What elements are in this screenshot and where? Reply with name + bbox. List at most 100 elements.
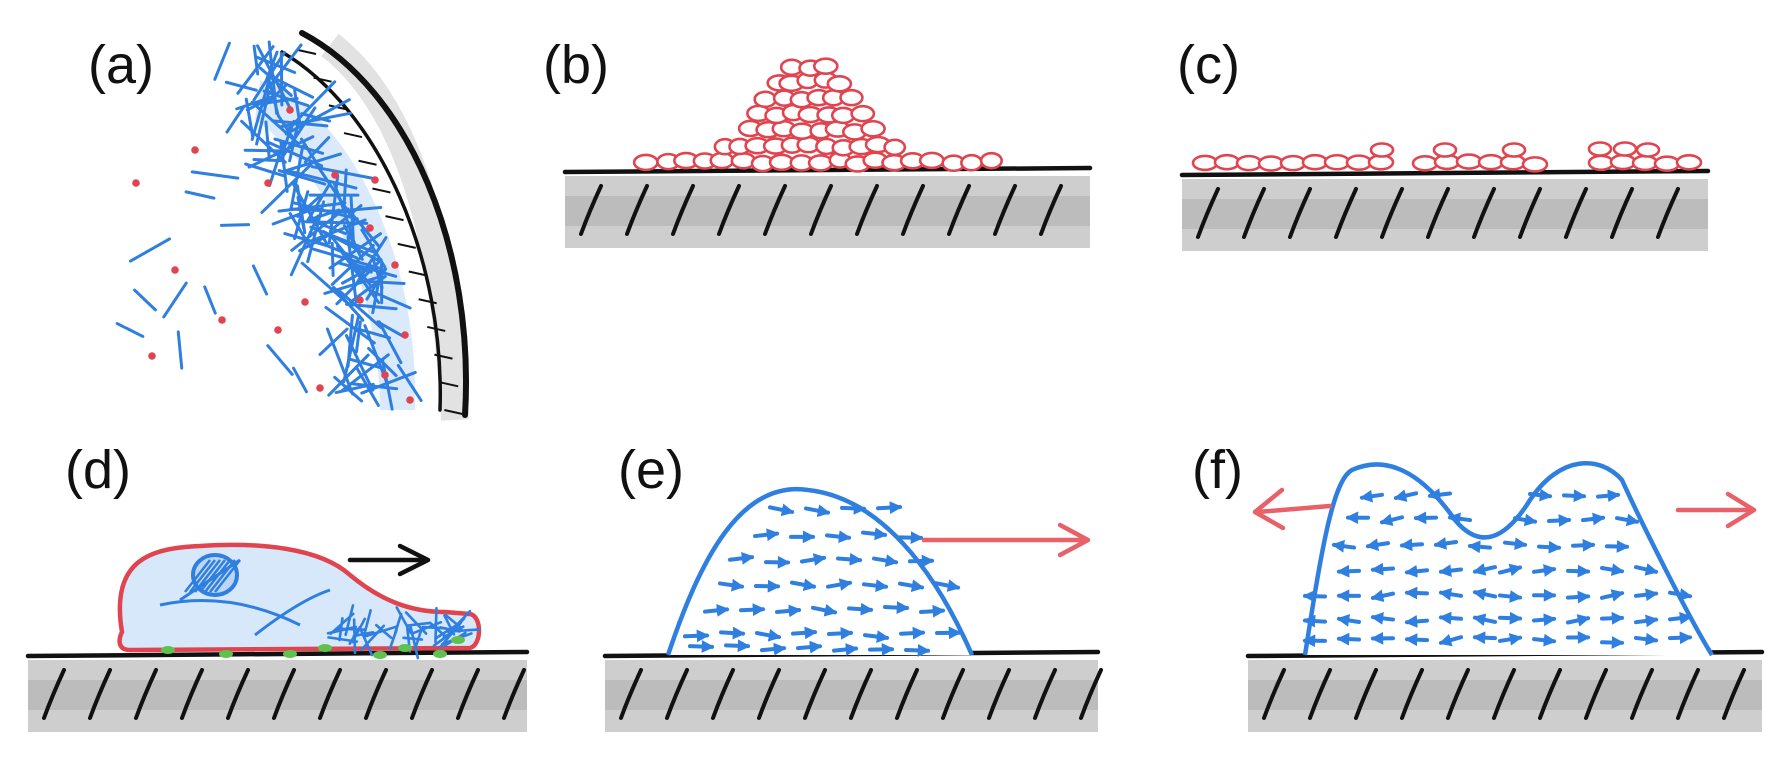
flow-arrow <box>1498 611 1523 625</box>
tick <box>434 353 453 360</box>
flow-arrow <box>775 604 802 618</box>
cell <box>839 88 864 107</box>
hatch-stroke <box>1656 187 1680 239</box>
flow-arrow <box>1513 513 1538 527</box>
flow-arrow <box>1615 513 1640 527</box>
actin-filament <box>264 50 279 83</box>
flow-arrow <box>897 531 924 545</box>
hatch-stroke <box>410 668 434 720</box>
actin-fragment <box>225 106 245 134</box>
hatch-stroke <box>1676 668 1700 720</box>
actin-filament <box>245 95 275 112</box>
flow-arrow <box>1634 588 1659 602</box>
actin-fragment <box>133 288 157 312</box>
flow-arrow <box>898 579 925 593</box>
flow-arrow <box>1472 588 1497 601</box>
red-dot <box>391 261 399 269</box>
flow-arrow <box>1668 611 1693 625</box>
flow-arrow <box>827 627 854 640</box>
hatch-stroke <box>711 668 735 720</box>
cell-aggregate <box>632 57 1003 173</box>
red-dot <box>132 179 140 187</box>
flow-arrow <box>908 554 935 568</box>
flow-arrow <box>1566 564 1591 578</box>
actin-filament <box>329 204 363 233</box>
actin-filament <box>330 241 335 277</box>
hatch-stroke <box>717 184 741 236</box>
flow-arrow <box>791 626 818 640</box>
tick <box>418 298 437 305</box>
cell <box>1191 154 1219 172</box>
cell <box>1587 141 1613 157</box>
actin-filament <box>280 119 296 155</box>
tick <box>343 132 363 139</box>
cell <box>753 90 778 109</box>
substrate-b <box>562 165 1093 248</box>
flow-arrow <box>1370 562 1395 576</box>
hatch-stroke <box>134 668 158 720</box>
flow-arrow <box>1503 537 1528 551</box>
actin-filament <box>290 206 347 252</box>
red-dot <box>356 296 364 304</box>
actin-filament <box>309 225 376 254</box>
flow-arrow <box>1498 633 1523 646</box>
hatch-stroke <box>809 184 833 236</box>
flow-arrow <box>1393 489 1418 502</box>
mesh-filament <box>402 636 424 641</box>
hatch-stroke <box>1492 668 1516 720</box>
flow-arrow <box>899 626 926 640</box>
cell <box>1323 153 1351 171</box>
red-dot <box>264 179 272 187</box>
adhesion <box>318 644 332 652</box>
flow-arrow <box>1600 563 1625 576</box>
actin-filament <box>262 82 289 108</box>
actin-filament <box>354 320 362 354</box>
cell <box>1345 154 1373 171</box>
actin-fragment <box>251 264 269 296</box>
flow-arrow <box>1438 587 1463 601</box>
label-e: (e) <box>618 440 684 500</box>
flow-arrow <box>1302 589 1327 603</box>
actin-fragment <box>184 190 216 200</box>
cell <box>1612 141 1638 157</box>
hatch-stroke <box>88 668 112 720</box>
fiber <box>179 558 241 602</box>
flow-arrow <box>1668 588 1693 601</box>
actin-filament <box>283 152 342 173</box>
flow-arrow <box>1447 512 1472 526</box>
mesh-filament <box>448 609 472 635</box>
actin-filament <box>328 232 382 270</box>
hatch-stroke <box>1446 668 1470 720</box>
cell <box>1609 153 1637 171</box>
hatch-stroke <box>42 668 66 720</box>
actin-filament <box>349 274 387 304</box>
migration-arrow <box>347 543 431 577</box>
flow-arrow <box>703 604 730 617</box>
hatch-stroke <box>941 668 965 720</box>
actin-filament <box>342 224 364 261</box>
actin-filament <box>284 98 351 136</box>
flow-arrow <box>863 630 890 643</box>
red-dot <box>171 266 179 274</box>
actin-fragment <box>190 170 240 180</box>
actin-filament <box>367 346 398 378</box>
actin-filament <box>323 275 382 295</box>
hatch-stroke <box>1196 187 1220 239</box>
actin-fragment <box>219 223 251 227</box>
flow-arrow <box>1379 513 1404 527</box>
actin-filament <box>296 193 323 218</box>
cell <box>1477 153 1505 171</box>
flow-arrow <box>1566 590 1591 604</box>
hatch-stroke <box>226 668 250 720</box>
flow-arrow <box>724 639 751 653</box>
cell-monolayer <box>1191 141 1703 173</box>
actin-fragment <box>266 344 294 376</box>
actin-filament <box>342 168 348 210</box>
actin-fragment <box>288 212 312 248</box>
red-dot <box>401 331 409 339</box>
hatch-stroke <box>757 668 781 720</box>
hatch-stroke <box>272 668 296 720</box>
hatch-stroke <box>1354 668 1378 720</box>
flow-arrow <box>836 552 863 566</box>
hatch-stroke <box>1334 187 1358 239</box>
